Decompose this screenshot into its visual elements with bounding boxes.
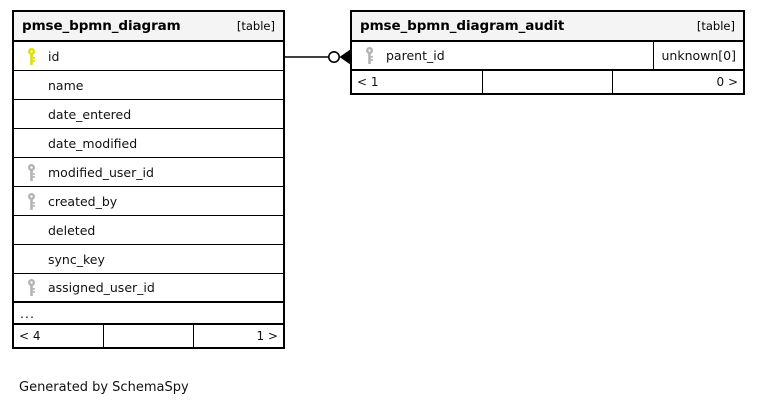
table-title: pmse_bpmn_diagram_audit (360, 18, 565, 34)
table-header: pmse_bpmn_diagram [table] (14, 12, 283, 42)
column-type: unknown[0] (653, 42, 743, 69)
column-row[interactable]: deleted (14, 216, 283, 245)
footer-parents-count[interactable]: < 4 (19, 329, 41, 343)
table-footer: < 1 0 > (352, 71, 743, 93)
table-kind-label: [table] (696, 19, 735, 33)
column-row[interactable]: created_by (14, 187, 283, 216)
column-row[interactable]: parent_id unknown[0] (352, 42, 743, 71)
table-kind-label: [table] (236, 19, 275, 33)
column-name: name (48, 77, 84, 93)
column-name: created_by (48, 193, 118, 209)
generated-by-caption: Generated by SchemaSpy (19, 380, 189, 395)
footer-children-count[interactable]: 1 > (256, 329, 278, 343)
column-row[interactable]: assigned_user_id (14, 274, 283, 303)
column-name: assigned_user_id (48, 280, 155, 295)
primary-key-icon (14, 47, 48, 65)
column-name: date_entered (48, 106, 132, 122)
footer-middle (481, 71, 614, 93)
column-row[interactable]: id (14, 42, 283, 71)
column-name: date_modified (48, 135, 138, 151)
table-title: pmse_bpmn_diagram (22, 18, 181, 34)
column-row[interactable]: date_entered (14, 100, 283, 129)
column-name: sync_key (48, 251, 105, 267)
table-header: pmse_bpmn_diagram_audit [table] (352, 12, 743, 42)
column-row[interactable]: modified_user_id (14, 158, 283, 187)
footer-parents-count[interactable]: < 1 (357, 75, 379, 89)
column-name: modified_user_id (48, 164, 154, 180)
column-name: deleted (48, 222, 96, 238)
column-name: id (48, 48, 60, 64)
column-row[interactable]: sync_key (14, 245, 283, 274)
table-pmse-bpmn-diagram[interactable]: pmse_bpmn_diagram [table] id name date_e… (12, 10, 285, 349)
column-row[interactable]: name (14, 71, 283, 100)
column-row[interactable]: date_modified (14, 129, 283, 158)
column-name: parent_id (386, 48, 445, 63)
footer-children-count[interactable]: 0 > (716, 75, 739, 89)
foreign-key-icon (14, 163, 48, 181)
foreign-key-icon (14, 192, 48, 210)
table-footer: < 4 1 > (14, 325, 283, 347)
more-columns-indicator: ... (14, 303, 283, 325)
table-pmse-bpmn-diagram-audit[interactable]: pmse_bpmn_diagram_audit [table] parent_i… (350, 10, 745, 95)
foreign-key-icon (352, 47, 386, 64)
relationship-connector (283, 48, 352, 66)
footer-middle (103, 325, 194, 347)
foreign-key-icon (14, 279, 48, 296)
